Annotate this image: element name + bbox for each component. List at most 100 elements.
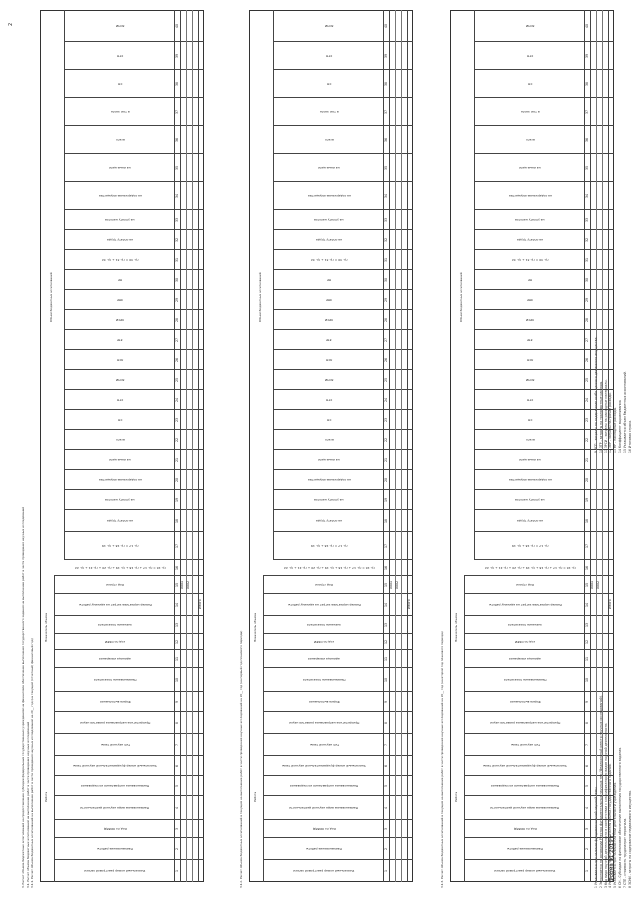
header-cell-label: Наименование показателя — [93, 678, 137, 683]
header-cell-label: гр. 30 = гр. 31 + гр. 32 — [310, 258, 348, 263]
column-number: 26 — [174, 357, 179, 363]
header-cell-label: Код по ОКВЭД — [513, 827, 537, 832]
section-1-title-b: 3.1.1. Расчет объема бюджетных ассигнова… — [30, 638, 34, 888]
header-cell: СН — [478, 410, 582, 430]
column-number: 28 — [383, 317, 388, 323]
header-cell-label: на содержание имущества — [508, 194, 552, 199]
header-cell: СН — [68, 70, 172, 98]
header-cell-label: Тип научной темы — [309, 743, 339, 748]
header-cell-label: ЗРСИ — [525, 318, 535, 323]
column-number: 31 — [174, 257, 179, 263]
column-number: 24 — [174, 397, 179, 403]
column-number: 7 — [174, 743, 179, 747]
header-cell: СН — [277, 410, 381, 430]
header-cell-label: в том числе — [319, 110, 339, 115]
header-cell-label: Код строки — [315, 583, 333, 588]
header-cell: гр. 17 = гр. 18 + гр. 19 — [478, 532, 582, 560]
header-cell-label: Наименование направления исследования — [490, 784, 560, 789]
header-cell-label: ЗСП — [325, 358, 333, 363]
column-number: 31 — [584, 257, 589, 263]
header-cell: ЗТР — [68, 330, 172, 350]
header-cell: на уплату налогов — [277, 210, 381, 230]
footnote: 9 ЗСП - затраты на содержание особо ценн… — [594, 336, 598, 453]
column-number: 23 — [584, 417, 589, 423]
column-number: 3 — [584, 827, 589, 831]
group-label-work: Работа — [454, 791, 458, 802]
column-number: 12 — [174, 639, 179, 645]
column-number: 35 — [584, 165, 589, 171]
column-number: 34 — [584, 193, 589, 199]
header-cell: Наименование работы — [267, 838, 381, 860]
column-number: 25 — [174, 377, 179, 383]
header-cell: на оплату труда — [277, 230, 381, 250]
footnote: 1 Указывается при наличии фундаментально… — [594, 786, 598, 888]
column-number: 38 — [383, 81, 388, 87]
header-cell: Код по ОКВЭД — [267, 820, 381, 838]
column-number: 25 — [383, 377, 388, 383]
header-cell-label: СТП — [116, 398, 124, 403]
header-cell-label: гр. 17 = гр. 18 + гр. 19 — [310, 544, 348, 549]
group-divider-right — [474, 10, 475, 560]
header-cell-label: Форма выполнения — [308, 700, 340, 705]
column-number: 19 — [383, 497, 388, 503]
header-cell: ЗСНИ — [277, 370, 381, 390]
column-number: 5 — [174, 784, 179, 788]
group-label-budget: Объем бюджетных ассигнований — [459, 272, 463, 322]
header-cell-label: код по ОКЕИ — [313, 640, 335, 645]
header-cell-label: Форма выполнения — [99, 700, 131, 705]
page-number: 2 — [8, 22, 14, 26]
column-number: 40 — [383, 23, 388, 29]
column-number: 33 — [584, 217, 589, 223]
header-cell: гр. 16 = гр. 17 + гр. 18 + гр. 19 + гр. … — [277, 560, 381, 576]
row-line — [186, 10, 187, 882]
column-number: 18 — [174, 518, 179, 524]
header-cell: Код по ОКВЭД — [58, 820, 172, 838]
column-number: 21 — [584, 457, 589, 463]
column-number: 39 — [174, 53, 179, 59]
column-number: 27 — [584, 337, 589, 343]
header-cell: НР — [68, 270, 172, 290]
column-number: 28 — [174, 317, 179, 323]
column-number: 2 — [584, 847, 589, 851]
group-divider-right — [64, 10, 65, 560]
group-divider — [263, 576, 264, 882]
group-label-indicator: Показатель объема — [253, 612, 257, 642]
header-cell-label: Наименование работы — [306, 847, 342, 852]
header-cell-label: ЗПР — [117, 298, 123, 303]
header-cell: гр. 30 = гр. 31 + гр. 32 — [277, 250, 381, 270]
header-cell: Наименование показателя — [468, 668, 582, 692]
header-cell: на уплату налогов — [478, 210, 582, 230]
header-cell-label: на уплату налогов — [105, 218, 135, 223]
column-number: 19 — [584, 497, 589, 503]
group-label-indicator: Показатель объема — [454, 612, 458, 642]
column-number: 35 — [383, 165, 388, 171]
column-number: 1 — [584, 869, 589, 873]
header-cell: ЗПР — [478, 290, 582, 310]
header-cell-label: ЗТР — [117, 338, 123, 343]
header-cell-label: гр. 17 = гр. 18 + гр. 19 — [511, 544, 549, 549]
row-code: 0001 — [389, 580, 394, 590]
column-number: 22 — [383, 437, 388, 443]
row-code: 0001 — [180, 580, 185, 590]
header-cell-label: на уплату налогов — [515, 498, 545, 503]
group-label-work: Работа — [253, 791, 257, 802]
header-cell-label: СТП — [116, 54, 124, 59]
header-cell-label: СН — [326, 418, 332, 423]
header-cell-label: СТП — [526, 398, 534, 403]
header-cell-label: на оплату труда — [315, 238, 343, 243]
header-cell-label: ЗРСИ — [324, 318, 334, 323]
header-cell-label: Код по ОКВЭД — [103, 827, 127, 832]
header-cell: на содержание имущества — [478, 470, 582, 490]
header-cell: гр. 16 = гр. 17 + гр. 18 + гр. 19 + гр. … — [68, 560, 172, 576]
column-number: 11 — [383, 656, 388, 662]
header-cell: на иные цели — [68, 450, 172, 470]
header-cell: на уплату налогов — [277, 490, 381, 510]
column-number: 40 — [584, 23, 589, 29]
footnote: 3 Код вида научной деятельности в соотве… — [603, 722, 608, 888]
column-number: 24 — [584, 397, 589, 403]
column-number: 12 — [584, 639, 589, 645]
row-code: 0002 — [186, 580, 191, 590]
header-cell-label: Наименование направления исследования — [80, 784, 150, 789]
